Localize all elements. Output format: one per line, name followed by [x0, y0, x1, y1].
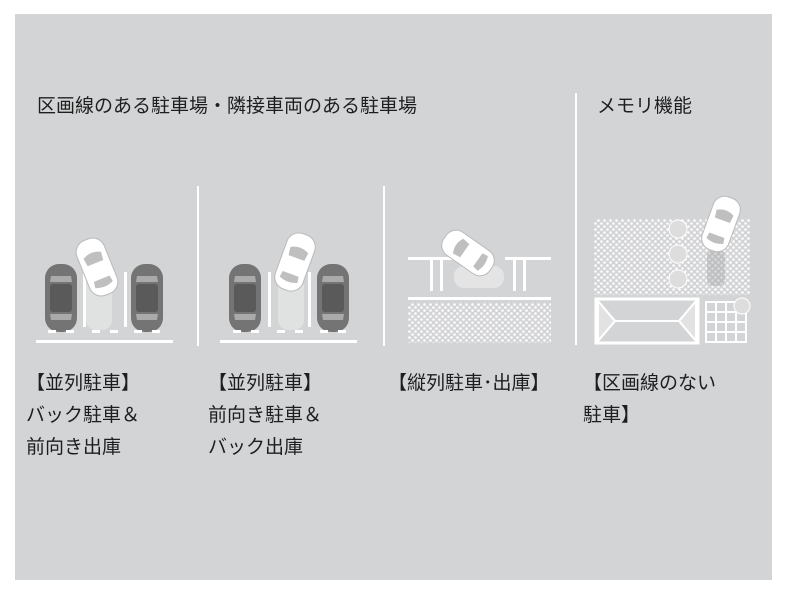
scene-parallel-front-in [220, 228, 357, 343]
caption-parallel-front-in: 【並列駐車】 前向き駐車＆ バック出庫 [208, 367, 322, 463]
scene-memory-unmarked [594, 192, 751, 345]
caption-memory-unmarked: 【区画線のない 駐車】 [583, 367, 716, 431]
caption-line: 【並列駐車】 [208, 372, 323, 394]
caption-line: 前向き駐車＆ [208, 404, 323, 426]
divider [197, 186, 199, 346]
caption-parallel-back-in: 【並列駐車】 バック駐車＆ 前向き出庫 [26, 367, 140, 463]
caption-line: バック駐車＆ [26, 404, 141, 426]
divider [383, 186, 385, 346]
section-title-marked-parking: 区画線のある駐車場・隣接車両のある駐車場 [37, 95, 418, 117]
caption-line: 駐車】 [583, 404, 641, 426]
caption-line: 【縦列駐車･出庫】 [388, 372, 550, 394]
caption-line: 【区画線のない [583, 372, 717, 394]
scene-parallel-back-in [36, 233, 173, 343]
scene-parallel-street [408, 224, 551, 343]
divider [575, 93, 577, 345]
caption-parallel-street: 【縦列駐車･出庫】 [388, 367, 550, 399]
caption-line: 【並列駐車】 [26, 372, 141, 394]
caption-line: 前向き出庫 [26, 436, 122, 458]
caption-line: バック出庫 [208, 436, 304, 458]
section-title-memory-function: メモリ機能 [597, 95, 693, 117]
